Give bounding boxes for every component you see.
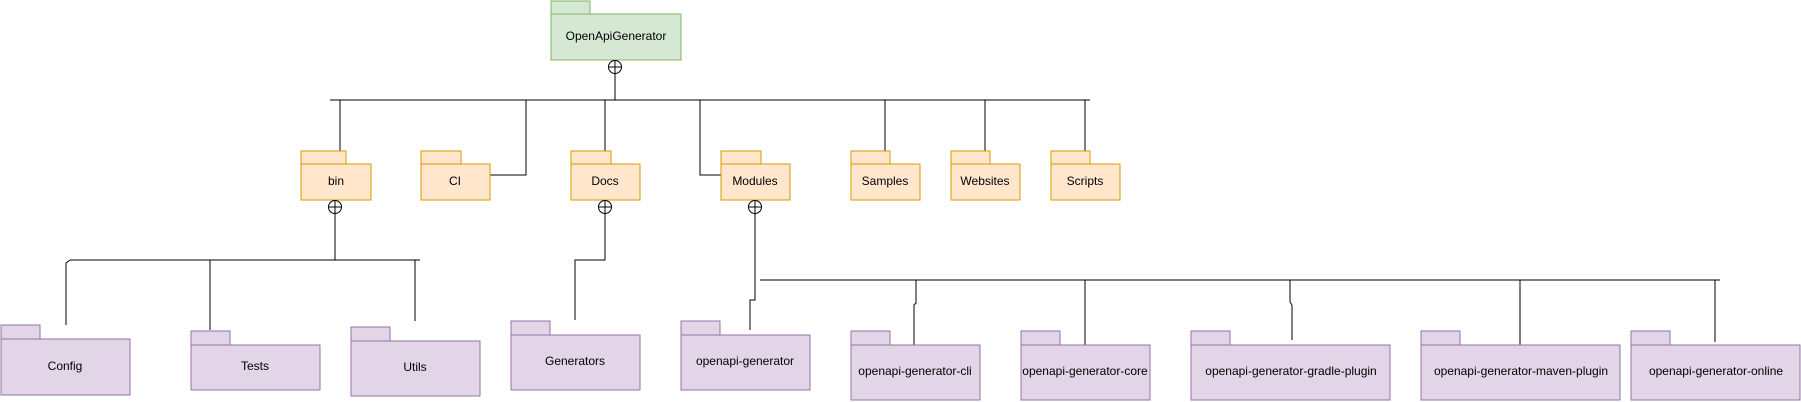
package-label: openapi-generator-gradle-plugin	[1205, 364, 1376, 378]
package-body	[570, 163, 641, 201]
docs-stem-line	[574, 207, 606, 320]
package-body	[680, 334, 811, 391]
package-tab	[420, 150, 462, 165]
package-tab	[1190, 330, 1231, 346]
package-tab	[720, 150, 762, 165]
package-label: Config	[48, 359, 83, 373]
package-tab	[300, 150, 347, 165]
package-tab	[350, 326, 391, 342]
package-label: Websites	[960, 174, 1009, 188]
package-scripts[interactable]: Scripts	[1050, 150, 1121, 201]
package-openapi-generator-core[interactable]: openapi-generator-core	[1020, 330, 1151, 401]
circle-plus-icon	[608, 60, 622, 74]
package-label: OpenApiGenerator	[566, 29, 667, 43]
package-body	[950, 163, 1021, 201]
package-body	[0, 338, 131, 396]
package-body	[850, 163, 921, 201]
package-label: Tests	[241, 359, 269, 373]
package-ci[interactable]: CI	[420, 150, 491, 201]
package-label: Samples	[862, 174, 909, 188]
package-label: Modules	[732, 174, 777, 188]
package-body	[1420, 344, 1621, 401]
package-body	[300, 163, 372, 201]
package-label: openapi-generator-maven-plugin	[1434, 364, 1608, 378]
circle-plus-icon	[328, 200, 342, 214]
cli-drop-line	[913, 280, 917, 345]
package-label: Scripts	[1067, 174, 1104, 188]
package-body	[850, 344, 981, 401]
package-tab	[850, 330, 891, 346]
package-tab	[0, 324, 41, 340]
package-body	[550, 13, 682, 61]
circle-plus-icon	[748, 200, 762, 214]
package-body	[1190, 344, 1391, 401]
package-generators[interactable]: Generators	[510, 320, 641, 391]
package-tab	[550, 0, 591, 15]
package-tab	[950, 150, 991, 165]
package-websites[interactable]: Websites	[950, 150, 1021, 201]
package-root[interactable]: OpenApiGenerator	[550, 0, 682, 61]
ci-link-line	[490, 100, 527, 176]
gradle-drop-line	[1289, 280, 1293, 340]
package-utils[interactable]: Utils	[350, 326, 481, 397]
package-tab	[680, 320, 721, 336]
package-body	[350, 340, 481, 397]
package-body	[720, 163, 791, 201]
modules-link-line	[699, 100, 721, 176]
package-openapi-generator-maven-plugin[interactable]: openapi-generator-maven-plugin	[1420, 330, 1621, 401]
package-openapi-generator[interactable]: openapi-generator	[680, 320, 811, 391]
package-body	[1630, 344, 1801, 401]
package-body	[190, 344, 321, 391]
package-body	[1050, 163, 1121, 201]
package-label: openapi-generator	[696, 354, 794, 368]
package-bin[interactable]: bin	[300, 150, 372, 201]
modules-stem-line	[749, 207, 756, 330]
circle-plus-icon	[598, 200, 612, 214]
connector-lines	[65, 74, 1720, 345]
package-body	[510, 334, 641, 391]
package-label: Utils	[403, 360, 426, 374]
package-tab	[1630, 330, 1671, 346]
package-openapi-generator-gradle-plugin[interactable]: openapi-generator-gradle-plugin	[1190, 330, 1391, 401]
package-body	[420, 163, 491, 201]
package-tab	[1020, 330, 1061, 346]
package-label: openapi-generator-core	[1022, 364, 1148, 378]
package-label: bin	[328, 174, 344, 188]
package-samples[interactable]: Samples	[850, 150, 921, 201]
package-tab	[570, 150, 612, 165]
package-tab	[1050, 150, 1091, 165]
package-body	[1020, 344, 1151, 401]
config-drop-line	[65, 259, 71, 325]
package-config[interactable]: Config	[0, 324, 131, 396]
package-tab	[190, 330, 231, 346]
package-modules[interactable]: Modules	[720, 150, 791, 201]
package-label: openapi-generator-online	[1649, 364, 1783, 378]
package-openapi-generator-online[interactable]: openapi-generator-online	[1630, 330, 1801, 401]
package-label: openapi-generator-cli	[858, 364, 971, 378]
package-label: CI	[449, 174, 461, 188]
package-openapi-generator-cli[interactable]: openapi-generator-cli	[850, 330, 981, 401]
package-tests[interactable]: Tests	[190, 330, 321, 391]
package-tab	[850, 150, 891, 165]
package-label: Generators	[545, 354, 605, 368]
package-tab	[1420, 330, 1461, 346]
package-docs[interactable]: Docs	[570, 150, 641, 201]
package-tab	[510, 320, 551, 336]
package-label: Docs	[591, 174, 618, 188]
